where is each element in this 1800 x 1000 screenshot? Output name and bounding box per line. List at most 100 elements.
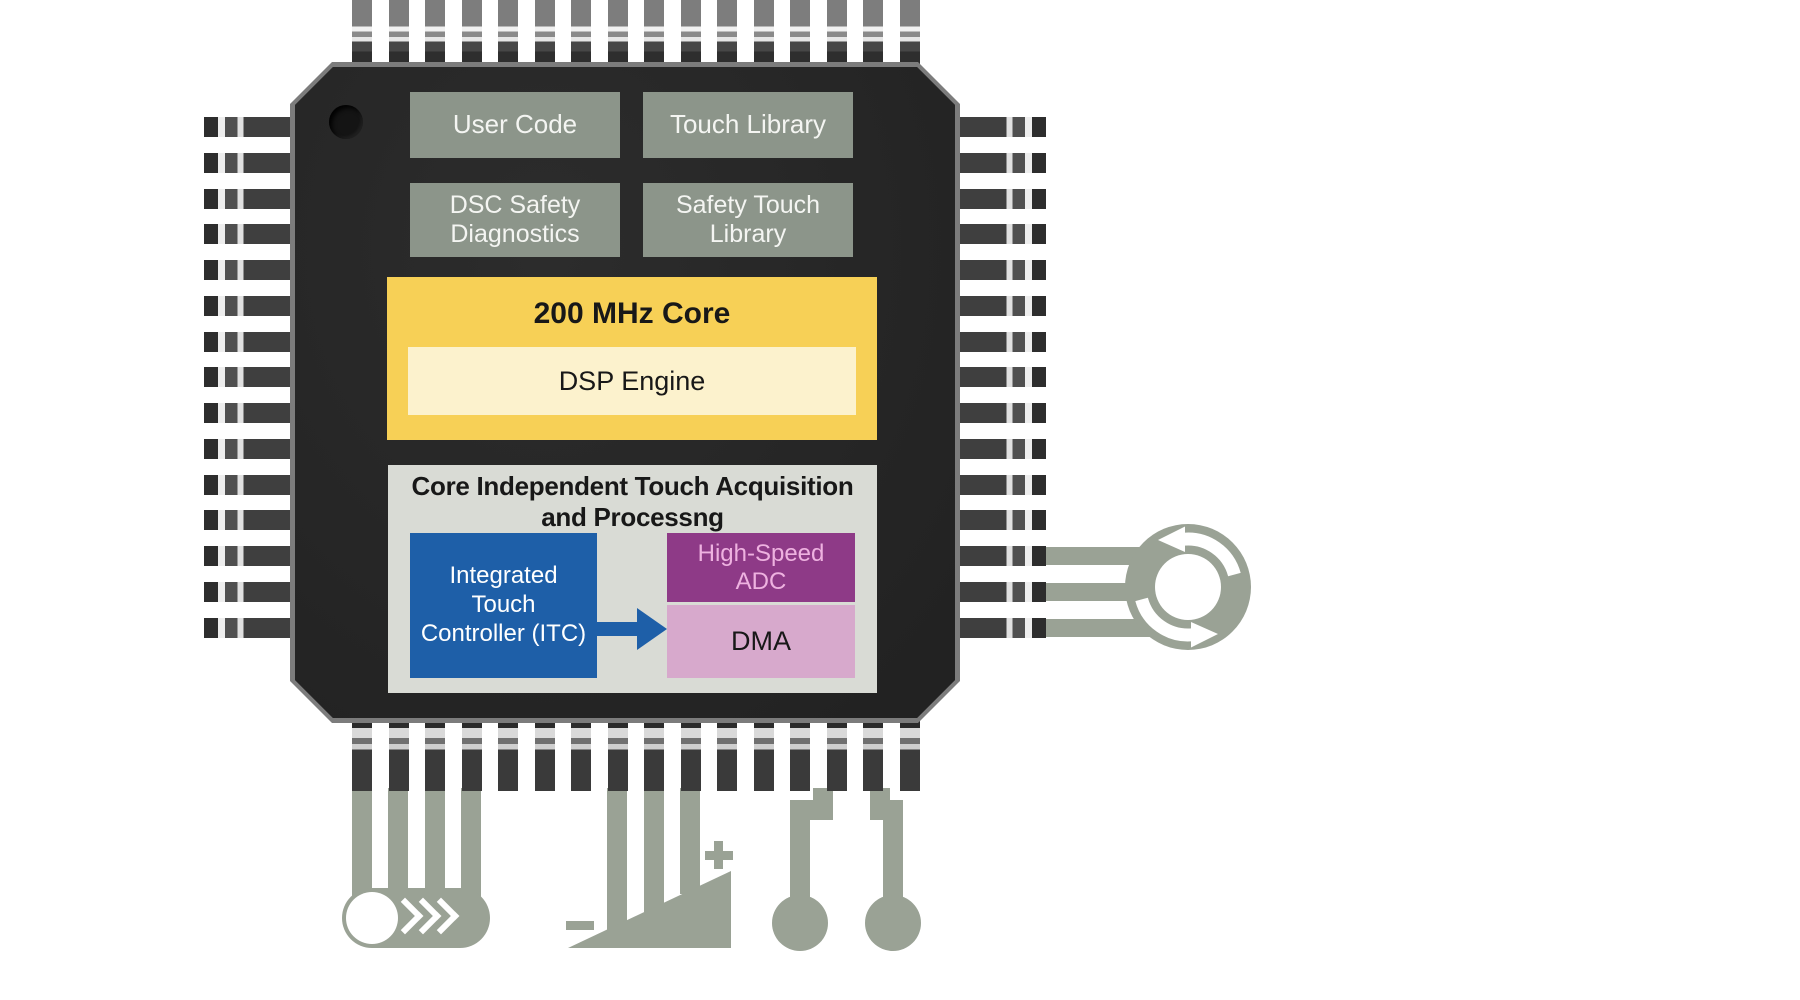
chip-pin-left bbox=[204, 224, 292, 245]
chip-pin-right bbox=[958, 224, 1046, 245]
touch-button-icon bbox=[865, 895, 921, 951]
chip-pin-left bbox=[204, 546, 292, 566]
integrated-touch-controller-block: Integrated Touch Controller (ITC) bbox=[410, 533, 597, 678]
chip-pin-top bbox=[607, 0, 628, 66]
safety-touch-line2: Library bbox=[709, 220, 787, 248]
chip-pin-top bbox=[753, 0, 774, 66]
chip-pin-bottom bbox=[498, 721, 518, 791]
chip-pin-right bbox=[958, 188, 1046, 209]
chip-pin-bottom bbox=[717, 721, 737, 791]
chip-pin-left bbox=[204, 510, 292, 531]
pcb-trace bbox=[461, 788, 481, 900]
chip-pin-bottom bbox=[388, 721, 409, 791]
chip-pin-bottom bbox=[753, 721, 774, 791]
user-code-label: User Code bbox=[452, 109, 578, 140]
chip-pin-bottom bbox=[534, 721, 555, 791]
core-title: 200 MHz Core bbox=[533, 297, 731, 330]
pcb-trace bbox=[1018, 583, 1150, 601]
chip-pin-left bbox=[204, 188, 292, 209]
chip-pin-top bbox=[644, 0, 664, 66]
touch-acquisition-title-line1: Core Independent Touch Acquisition bbox=[411, 471, 854, 501]
chip-pin-left bbox=[204, 117, 292, 137]
itc-to-dma-arrow-head-icon bbox=[637, 608, 667, 650]
pcb-trace bbox=[1018, 547, 1150, 565]
chip-pin-right bbox=[958, 367, 1046, 388]
chip-pin-top bbox=[498, 0, 518, 66]
itc-line3: Controller (ITC) bbox=[420, 619, 587, 647]
dma-label: DMA bbox=[731, 626, 791, 656]
chip-pin-bottom bbox=[826, 721, 847, 791]
chip-pin-bottom bbox=[899, 721, 920, 791]
chip-pin-bottom bbox=[461, 721, 482, 791]
rotary-wheel-rotation-arrows-icon bbox=[1125, 524, 1251, 650]
chip-pin-top bbox=[717, 0, 737, 66]
chevron-right-icons bbox=[386, 897, 460, 935]
chip-pin-left bbox=[204, 367, 292, 388]
pcb-trace bbox=[352, 788, 372, 900]
chip-pin-bottom bbox=[571, 721, 591, 791]
chip-pin-right bbox=[958, 117, 1046, 137]
chip-pin-right bbox=[958, 546, 1046, 566]
itc-line1: Integrated bbox=[449, 562, 558, 590]
chip-pin-left bbox=[204, 403, 292, 423]
chip-pin-right bbox=[958, 152, 1046, 173]
safety-touch-library-block: Safety Touch Library bbox=[643, 183, 853, 257]
adc-line1: High-Speed bbox=[697, 539, 825, 567]
chip-pin-right bbox=[958, 474, 1046, 495]
minus-icon bbox=[566, 921, 594, 930]
touch-library-block: Touch Library bbox=[643, 92, 853, 158]
chip-pin-bottom bbox=[352, 721, 372, 791]
dsp-engine-label: DSP Engine bbox=[558, 365, 706, 396]
chip-pin-right bbox=[958, 295, 1046, 316]
pcb-trace bbox=[607, 788, 627, 930]
chip-pin-bottom bbox=[863, 721, 883, 791]
plus-icon bbox=[714, 841, 723, 869]
pcb-trace bbox=[388, 788, 408, 900]
chip-pin-bottom bbox=[607, 721, 628, 791]
chip-pin-right bbox=[958, 438, 1046, 459]
chip-pin-right bbox=[958, 510, 1046, 531]
chip-pin-left bbox=[204, 295, 292, 316]
pcb-trace bbox=[680, 788, 700, 894]
pcb-trace bbox=[790, 800, 810, 900]
slider-knob-icon bbox=[346, 892, 398, 944]
chip-pin-top bbox=[571, 0, 591, 66]
pcb-trace bbox=[1018, 619, 1150, 637]
chip-pin-top bbox=[863, 0, 883, 66]
chip-pin-top bbox=[534, 0, 555, 66]
touch-acquisition-title: Core Independent Touch Acquisition and P… bbox=[388, 471, 877, 532]
chip-pin-left bbox=[204, 617, 292, 638]
chip-pin-left bbox=[204, 260, 292, 280]
user-code-block: User Code bbox=[410, 92, 620, 158]
chip-pin-top bbox=[425, 0, 445, 66]
safety-touch-line1: Safety Touch bbox=[675, 191, 821, 220]
dsc-safety-line2: Diagnostics bbox=[450, 220, 580, 248]
touch-acquisition-title-line2: and Processng bbox=[541, 501, 724, 532]
chip-pin-top bbox=[388, 0, 409, 66]
high-speed-adc-block: High-Speed ADC bbox=[667, 533, 855, 602]
chip-pin-right bbox=[958, 617, 1046, 638]
chip-pin-top bbox=[680, 0, 701, 66]
dsc-safety-diagnostics-block: DSC Safety Diagnostics bbox=[410, 183, 620, 257]
pcb-trace bbox=[883, 800, 903, 900]
chip-pin-bottom bbox=[644, 721, 664, 791]
touch-button-icon bbox=[772, 895, 828, 951]
chip-pin-left bbox=[204, 331, 292, 352]
chip-pin-bottom bbox=[790, 721, 810, 791]
dsp-engine-block: DSP Engine bbox=[408, 347, 856, 415]
chip-pin-left bbox=[204, 438, 292, 459]
chip-pin-bottom bbox=[680, 721, 701, 791]
chip-pin-bottom bbox=[425, 721, 445, 791]
itc-line2: Touch bbox=[471, 591, 536, 619]
chip-pin-right bbox=[958, 331, 1046, 352]
chip-pin-left bbox=[204, 152, 292, 173]
dma-block: DMA bbox=[667, 605, 855, 678]
dsc-safety-line1: DSC Safety bbox=[449, 191, 581, 220]
chip-pin-top bbox=[899, 0, 920, 66]
touch-library-label: Touch Library bbox=[669, 109, 827, 140]
chip-pin-top bbox=[826, 0, 847, 66]
pin1-dimple-icon bbox=[329, 105, 363, 139]
chip-pin-right bbox=[958, 260, 1046, 280]
chip-pin-right bbox=[958, 581, 1046, 602]
